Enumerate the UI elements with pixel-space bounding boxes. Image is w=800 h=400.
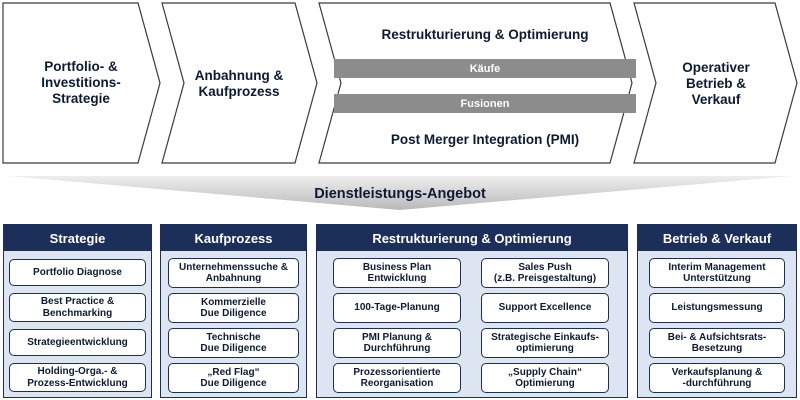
- service-item: Sales Push (z.B. Preisgestaltung): [481, 258, 609, 288]
- column-betrieb: Betrieb & Verkauf Interim Management Unt…: [637, 224, 797, 398]
- column-restrukturierung-title: Restrukturierung & Optimierung: [317, 225, 627, 251]
- column-kaufprozess-title: Kaufprozess: [161, 225, 306, 251]
- service-item: Business Plan Entwicklung: [333, 258, 461, 288]
- service-item: Portfolio Diagnose: [9, 259, 146, 286]
- offer-fan-shape: [8, 176, 792, 210]
- chevron-operativ: [633, 2, 798, 164]
- service-item: Interim Management Unterstützung: [649, 258, 785, 288]
- chevron-restrukturierung: [318, 2, 633, 164]
- phase-operativ-label: Operativer Betrieb & Verkauf: [682, 60, 750, 107]
- service-item: Kommerzielle Due Diligence: [168, 293, 299, 323]
- chevron-portfolio: [2, 2, 161, 164]
- service-item: Leistungsmessung: [649, 293, 785, 323]
- service-item: Bei- & Aufsichtsrats- Besetzung: [649, 328, 785, 358]
- kaeufe-bar: Käufe: [334, 59, 636, 78]
- service-item: Support Excellence: [481, 293, 609, 323]
- service-item: Verkaufsplanung & -durchführung: [649, 363, 785, 393]
- service-item: Strategische Einkaufs- optimierung: [481, 328, 609, 358]
- phase-pmi-label: Post Merger Integration (PMI): [390, 132, 580, 147]
- service-item: „Red Flag“ Due Diligence: [168, 363, 299, 393]
- phase-restrukturierung-label: Restrukturierung & Optimierung: [381, 27, 589, 42]
- phase-portfolio-label: Portfolio- & Investitions- Strategie: [41, 59, 121, 106]
- process-chevrons: [2, 2, 798, 210]
- column-kaufprozess: Kaufprozess Unternehmenssuche & Anbahnun…: [160, 224, 307, 398]
- column-strategie: Strategie Portfolio Diagnose Best Practi…: [3, 224, 152, 398]
- service-item: „Supply Chain“ Optimierung: [481, 363, 609, 393]
- fusionen-bar: Fusionen: [334, 94, 636, 113]
- column-betrieb-title: Betrieb & Verkauf: [638, 225, 796, 251]
- service-item: Prozessorientierte Reorganisation: [333, 363, 461, 393]
- service-item: Strategieentwicklung: [9, 329, 146, 356]
- service-item: Holding-Orga.- & Prozess-Entwicklung: [9, 363, 146, 392]
- column-strategie-title: Strategie: [4, 225, 151, 251]
- service-item: PMI Planung & Durchführung: [333, 328, 461, 358]
- column-restrukturierung: Restrukturierung & Optimierung Business …: [316, 224, 628, 398]
- service-item: Technische Due Diligence: [168, 328, 299, 358]
- service-item: Best Practice & Benchmarking: [9, 293, 146, 322]
- offer-title: Dienstleistungs-Angebot: [314, 186, 486, 202]
- phase-anbahnung-label: Anbahnung & Kaufprozess: [194, 68, 284, 99]
- service-item: Unternehmenssuche & Anbahnung: [168, 258, 299, 288]
- chevron-anbahnung: [161, 2, 318, 164]
- service-item: 100-Tage-Planung: [333, 293, 461, 323]
